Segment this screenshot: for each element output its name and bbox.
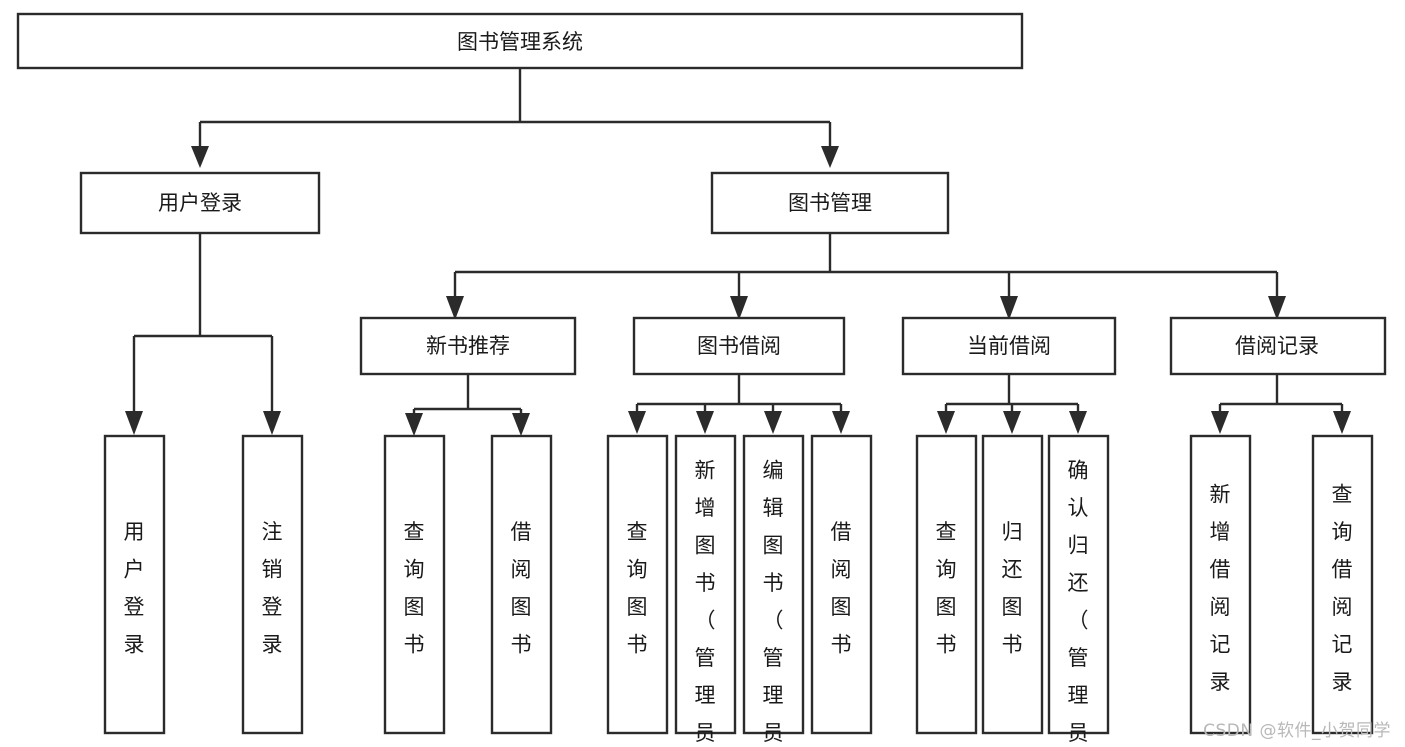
node-user-login[interactable]: 用户登录 [79,171,321,235]
leaf-label: 新增借阅记录 [1210,482,1231,694]
arrow-bookmgmt-to-book-borrow [730,296,748,320]
leaf-label: 查询图书 [404,520,425,657]
arrow-bookborrow-leaf-2 [696,411,714,434]
leaf-label: 归还图书 [1002,520,1023,657]
connector-layer [125,68,1351,436]
arrow-borrowrecord-leaf-2 [1333,411,1351,434]
leaf-label: 查询借阅记录 [1332,482,1353,694]
user-login-box[interactable] [79,171,321,235]
leaf-current-borrow-3[interactable]: 确认归还（管理员） [1047,434,1110,747]
leaf-label: 借阅图书 [511,520,532,657]
arrow-newbook-leaf-1 [405,413,423,436]
leaf-label: 注销登录 [262,520,283,657]
leaf-book-borrow-4[interactable]: 借阅图书 [810,434,873,735]
node-book-borrow[interactable]: 图书借阅 [632,316,846,376]
arrow-currentborrow-leaf-3 [1069,411,1087,434]
leaf-box[interactable] [1311,434,1374,735]
leaf-label: 借阅图书 [831,520,852,657]
current-borrow-box[interactable] [901,316,1117,376]
leaf-box[interactable] [606,434,669,735]
node-new-book-recommend[interactable]: 新书推荐 [359,316,577,376]
book-management-label: 图书管理 [788,191,872,215]
arrow-currentborrow-leaf-1 [937,411,955,434]
leaf-label: 确认归还（管理员） [1068,458,1089,747]
book-borrow-box[interactable] [632,316,846,376]
leaf-box[interactable] [490,434,553,735]
new-book-recommend-label: 新书推荐 [426,334,510,358]
arrow-root-to-user-login [191,146,209,168]
leaf-box[interactable] [981,434,1044,735]
borrow-record-label: 借阅记录 [1235,334,1319,358]
node-book-management[interactable]: 图书管理 [710,171,950,235]
leaf-label: 查询图书 [936,520,957,657]
leaf-current-borrow-1[interactable]: 查询图书 [915,434,978,735]
arrow-borrowrecord-leaf-1 [1211,411,1229,434]
leaf-box[interactable] [810,434,873,735]
node-current-borrow[interactable]: 当前借阅 [901,316,1117,376]
leaf-box[interactable] [1047,434,1110,735]
leaf-box[interactable] [103,434,166,735]
leaf-box[interactable] [915,434,978,735]
leaf-book-borrow-2[interactable]: 新增图书（管理员） [674,434,737,747]
leaf-box[interactable] [674,434,737,735]
arrow-bookborrow-leaf-4 [832,411,850,434]
leaf-borrow-record-2[interactable]: 查询借阅记录 [1311,434,1374,735]
arrow-bookmgmt-to-new-book [446,296,464,320]
leaf-new-book-2[interactable]: 借阅图书 [490,434,553,735]
leaf-label: 新增图书（管理员） [695,458,716,747]
leaf-label: 查询图书 [627,520,648,657]
user-login-label: 用户登录 [158,191,242,215]
leaf-new-book-1[interactable]: 查询图书 [383,434,446,735]
root-label: 图书管理系统 [457,30,583,54]
arrow-bookborrow-leaf-1 [628,411,646,434]
arrow-userlogin-leaf-1 [125,411,143,435]
leaf-current-borrow-2[interactable]: 归还图书 [981,434,1044,735]
node-borrow-record[interactable]: 借阅记录 [1169,316,1387,376]
node-root[interactable]: 图书管理系统 [16,12,1024,70]
leaf-box[interactable] [241,434,304,735]
current-borrow-label: 当前借阅 [967,334,1051,358]
leaf-user-login-2[interactable]: 注销登录 [241,434,304,735]
leaf-box[interactable] [742,434,805,735]
leaf-user-login-1[interactable]: 用户登录 [103,434,166,735]
root-box[interactable] [16,12,1024,70]
leaf-label: 编辑图书（管理员） [763,458,784,747]
arrow-bookmgmt-to-borrow-record [1268,296,1286,320]
book-borrow-label: 图书借阅 [697,334,781,358]
borrow-record-box[interactable] [1169,316,1387,376]
arrow-bookborrow-leaf-3 [764,411,782,434]
arrow-currentborrow-leaf-2 [1003,411,1021,434]
leaf-box[interactable] [1189,434,1252,735]
book-management-box[interactable] [710,171,950,235]
leaf-borrow-record-1[interactable]: 新增借阅记录 [1189,434,1252,735]
leaf-label: 用户登录 [124,520,145,657]
new-book-recommend-box[interactable] [359,316,577,376]
arrow-bookmgmt-to-current-borrow [1000,296,1018,320]
arrow-root-to-book-mgmt [821,146,839,168]
arrow-userlogin-leaf-2 [263,411,281,435]
arrow-newbook-leaf-2 [512,413,530,436]
csdn-watermark: CSDN @软件_小贺同学 [1203,721,1391,741]
leaf-box[interactable] [383,434,446,735]
leaf-book-borrow-3[interactable]: 编辑图书（管理员） [742,434,805,747]
leaf-book-borrow-1[interactable]: 查询图书 [606,434,669,735]
